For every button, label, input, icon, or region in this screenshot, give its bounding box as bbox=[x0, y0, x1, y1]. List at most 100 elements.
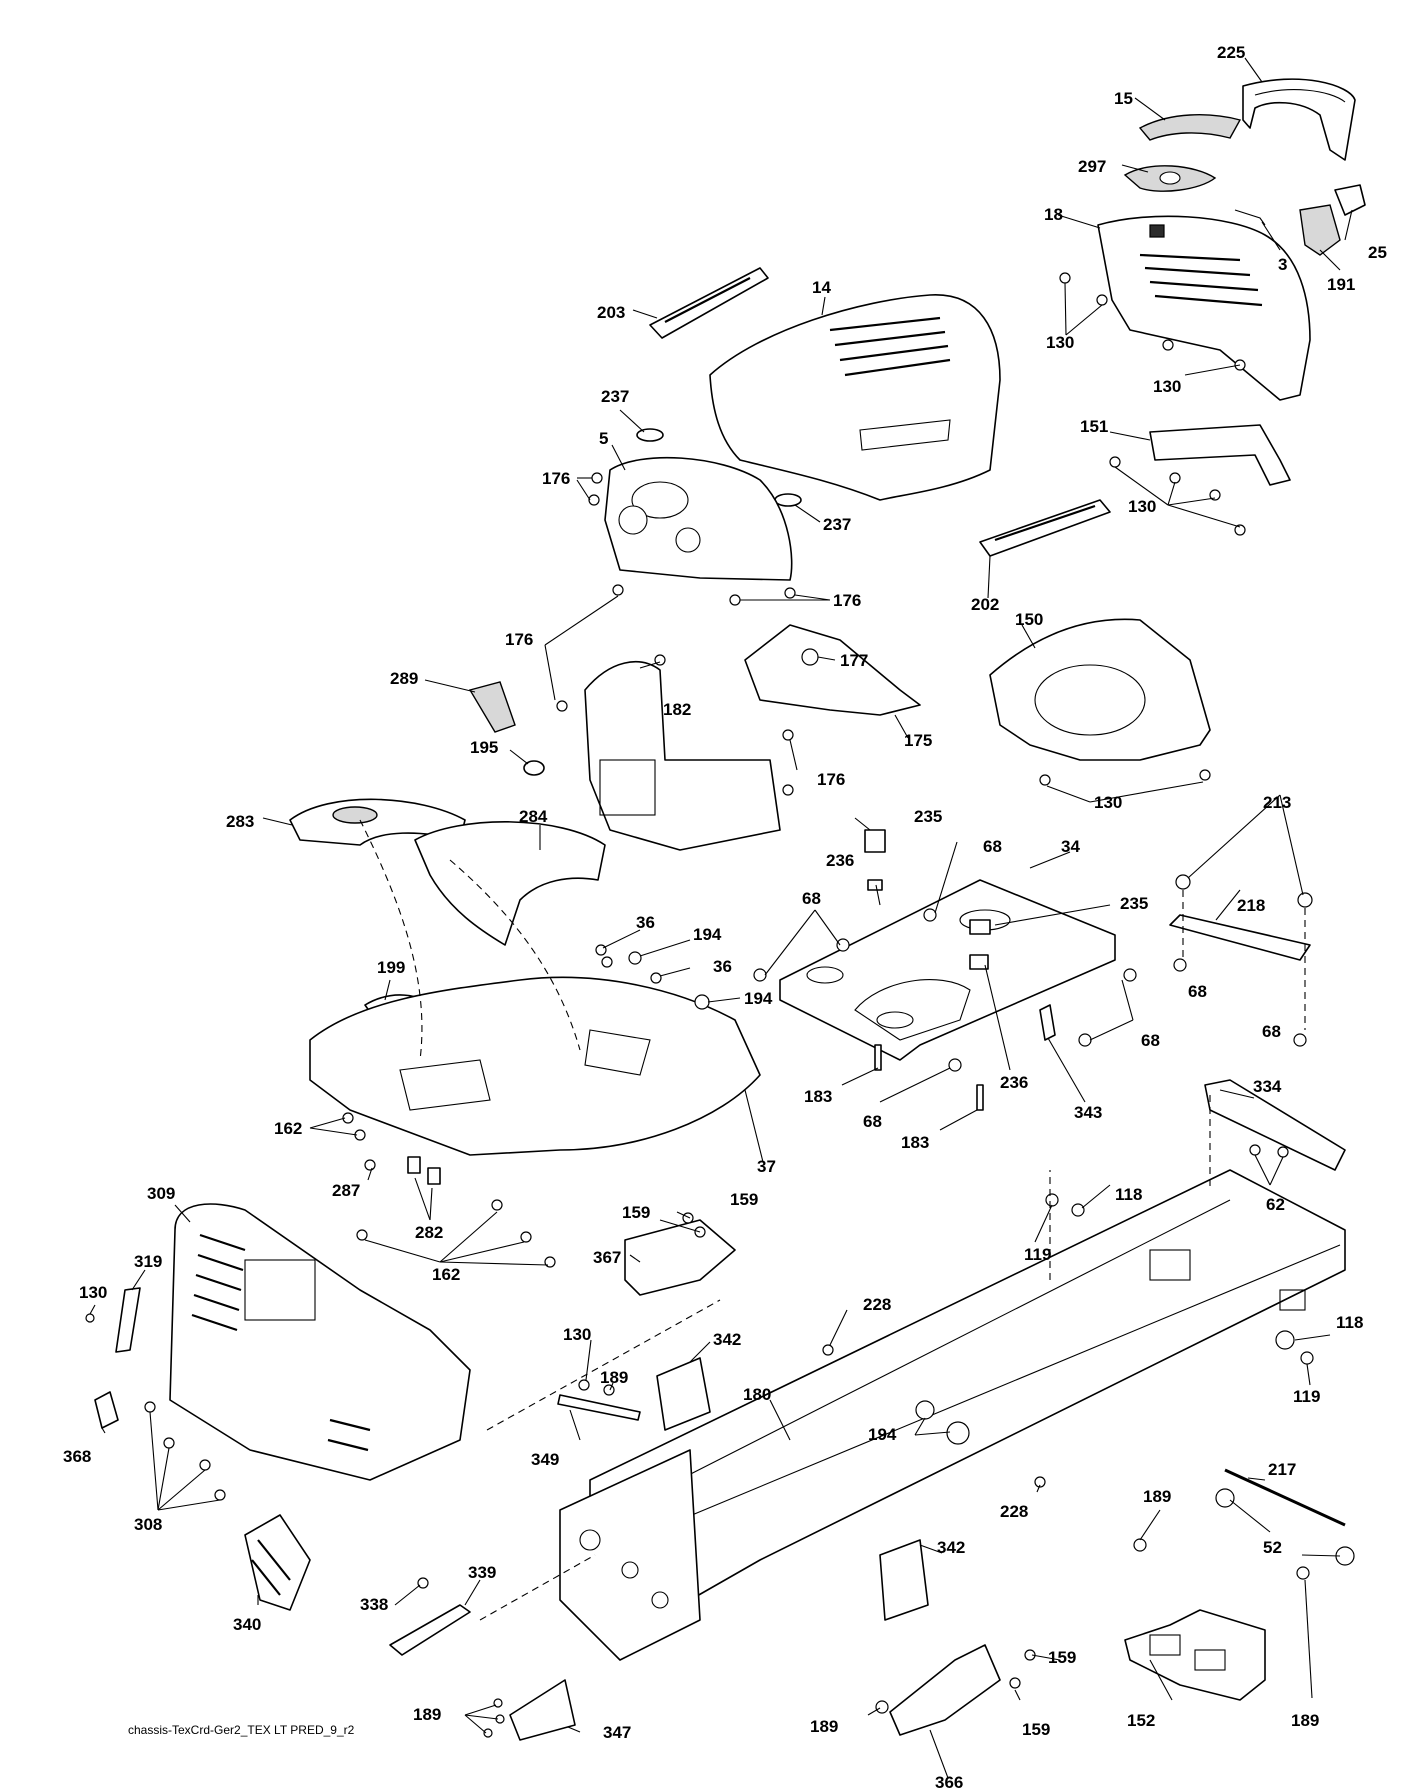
part-282-clip bbox=[427, 1167, 441, 1185]
callout-130: 130 bbox=[1046, 333, 1074, 352]
callout-237: 237 bbox=[823, 515, 851, 534]
callout-162: 162 bbox=[432, 1265, 460, 1284]
callout-68: 68 bbox=[1188, 982, 1207, 1001]
callout-62: 62 bbox=[1266, 1195, 1285, 1214]
callout-159: 159 bbox=[622, 1203, 650, 1222]
part-203 bbox=[649, 267, 769, 339]
bolt-68-183-set bbox=[753, 908, 1137, 1111]
callout-228: 228 bbox=[1000, 1502, 1028, 1521]
part-339-arm bbox=[389, 1604, 471, 1656]
part-15-emblem bbox=[1138, 114, 1242, 141]
callout-119: 119 bbox=[1293, 1387, 1320, 1406]
callout-68: 68 bbox=[802, 889, 821, 908]
callout-194: 194 bbox=[868, 1425, 897, 1444]
callout-118: 118 bbox=[1115, 1185, 1142, 1204]
part-202 bbox=[979, 499, 1111, 557]
callout-183: 183 bbox=[901, 1133, 929, 1152]
part-334-bracket bbox=[1204, 1079, 1346, 1171]
callout-282: 282 bbox=[415, 1223, 443, 1242]
part-235-spacer bbox=[969, 919, 991, 935]
callout-189: 189 bbox=[413, 1705, 441, 1724]
callout-162: 162 bbox=[274, 1119, 302, 1138]
callout-203: 203 bbox=[597, 303, 625, 322]
callout-182: 182 bbox=[663, 700, 691, 719]
callout-309: 309 bbox=[147, 1184, 175, 1203]
callout-342: 342 bbox=[937, 1538, 965, 1557]
callout-340: 340 bbox=[233, 1615, 261, 1634]
part-191 bbox=[1299, 204, 1341, 256]
callout-225: 225 bbox=[1217, 43, 1245, 62]
callout-236: 236 bbox=[1000, 1073, 1028, 1092]
leader-lines bbox=[89, 57, 1353, 1779]
callout-347: 347 bbox=[603, 1723, 631, 1742]
part-3-clip bbox=[1234, 209, 1266, 226]
part-342-plate bbox=[656, 1357, 711, 1431]
callout-202: 202 bbox=[971, 595, 999, 614]
part-282-clip bbox=[407, 1156, 421, 1174]
callout-308: 308 bbox=[134, 1515, 162, 1534]
diagram-caption: chassis-TexCrd-Ger2_TEX LT PRED_9_r2 bbox=[128, 1723, 355, 1737]
callout-130: 130 bbox=[1153, 377, 1181, 396]
callout-319: 319 bbox=[134, 1252, 162, 1271]
part-367-bracket bbox=[624, 1219, 736, 1296]
callout-289: 289 bbox=[390, 669, 418, 688]
part-37-fender bbox=[309, 976, 761, 1156]
hardware-62-118-119-194-228 bbox=[822, 1144, 1314, 1488]
part-283-cover bbox=[289, 798, 466, 846]
callout-237: 237 bbox=[601, 387, 629, 406]
callout-68: 68 bbox=[983, 837, 1002, 856]
part-343-clip bbox=[1039, 1004, 1056, 1041]
part-177-nut bbox=[801, 648, 819, 666]
callout-5: 5 bbox=[599, 429, 608, 448]
callout-343: 343 bbox=[1074, 1103, 1102, 1122]
part-368 bbox=[94, 1391, 119, 1429]
part-236-spacer bbox=[969, 954, 989, 970]
callout-34: 34 bbox=[1061, 837, 1080, 856]
callout-236: 236 bbox=[826, 851, 854, 870]
callout-339: 339 bbox=[468, 1563, 496, 1582]
part-237-plug bbox=[636, 428, 664, 442]
callout-25: 25 bbox=[1368, 243, 1387, 262]
callout-213: 213 bbox=[1263, 793, 1291, 812]
callout-175: 175 bbox=[904, 731, 932, 750]
callout-labels: 225 15 297 18 25 3 191 130 130 203 14 23… bbox=[63, 43, 1387, 1792]
callout-183: 183 bbox=[804, 1087, 832, 1106]
callout-18: 18 bbox=[1044, 205, 1063, 224]
callout-284: 284 bbox=[519, 807, 548, 826]
part-284-cover bbox=[414, 821, 606, 946]
callout-189: 189 bbox=[1291, 1711, 1319, 1730]
callout-36: 36 bbox=[713, 957, 732, 976]
part-309-grille bbox=[169, 1203, 471, 1481]
callout-52: 52 bbox=[1263, 1538, 1282, 1557]
callout-14: 14 bbox=[812, 278, 831, 297]
part-217-rod bbox=[1224, 1468, 1346, 1527]
callout-176: 176 bbox=[833, 591, 861, 610]
callout-159: 159 bbox=[730, 1190, 758, 1209]
screw-176-set bbox=[556, 472, 796, 796]
callout-177: 177 bbox=[840, 651, 868, 670]
callout-118: 118 bbox=[1336, 1313, 1363, 1332]
callout-189: 189 bbox=[810, 1717, 838, 1736]
callout-152: 152 bbox=[1127, 1711, 1155, 1730]
callout-150: 150 bbox=[1015, 610, 1043, 629]
callout-159: 159 bbox=[1048, 1648, 1076, 1667]
callout-217: 217 bbox=[1268, 1460, 1296, 1479]
callout-199: 199 bbox=[377, 958, 405, 977]
part-235-spacer bbox=[864, 829, 886, 853]
callout-68: 68 bbox=[863, 1112, 882, 1131]
callout-159: 159 bbox=[1022, 1720, 1050, 1739]
callout-287: 287 bbox=[332, 1181, 360, 1200]
callout-338: 338 bbox=[360, 1595, 388, 1614]
part-342-plate bbox=[879, 1539, 929, 1621]
callout-368: 368 bbox=[63, 1447, 91, 1466]
callout-151: 151 bbox=[1080, 417, 1108, 436]
callout-342: 342 bbox=[713, 1330, 741, 1349]
screw-130-set bbox=[1059, 272, 1246, 536]
part-182-lower-dash bbox=[584, 661, 781, 851]
callout-297: 297 bbox=[1078, 157, 1106, 176]
part-349-bar bbox=[557, 1394, 641, 1421]
part-175-bracket bbox=[744, 624, 921, 716]
callout-119: 119 bbox=[1024, 1245, 1051, 1264]
part-347-bracket bbox=[509, 1679, 576, 1741]
